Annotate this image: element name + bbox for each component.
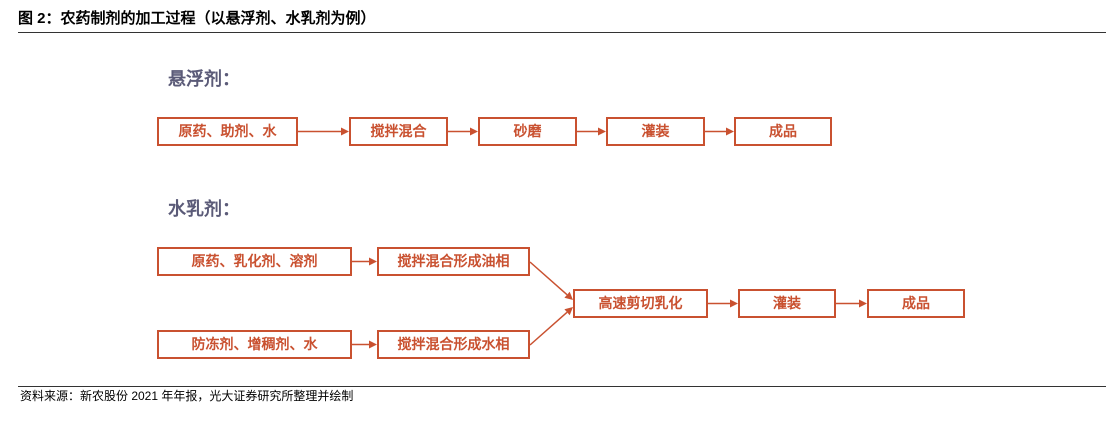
step-box-sc-inputs: 原药、助剂、水 [157, 117, 298, 146]
arrowhead [564, 291, 573, 300]
step-box-sc-filling: 灌装 [606, 117, 705, 146]
step-box-sc-milling: 砂磨 [478, 117, 577, 146]
section-label-suspension: 悬浮剂： [168, 69, 240, 89]
arrowhead [598, 127, 606, 136]
arrowhead [369, 340, 377, 349]
arrowhead [859, 299, 867, 308]
source-divider [18, 386, 1106, 387]
arrowhead [470, 127, 478, 136]
title-divider [18, 32, 1106, 33]
step-box-ew-water-phase: 搅拌混合形成水相 [377, 330, 530, 359]
arrowhead [726, 127, 734, 136]
step-box-ew-filling: 灌装 [738, 289, 836, 318]
step-box-ew-emulsify: 高速剪切乳化 [573, 289, 708, 318]
step-box-sc-product: 成品 [734, 117, 832, 146]
arrowhead [369, 257, 377, 266]
figure-title: 图 2：农药制剂的加工过程（以悬浮剂、水乳剂为例） [18, 10, 376, 27]
step-box-ew-oil-inputs: 原药、乳化剂、溶剂 [157, 247, 352, 276]
arrowhead [564, 307, 573, 316]
arrow-ew-oil-merge [529, 261, 568, 296]
source-note: 资料来源：新农股份 2021 年年报，光大证券研究所整理并绘制 [20, 389, 354, 403]
step-box-ew-product: 成品 [867, 289, 965, 318]
section-label-emulsion: 水乳剂： [168, 199, 240, 219]
step-box-ew-water-inputs: 防冻剂、增稠剂、水 [157, 330, 352, 359]
arrowhead [341, 127, 349, 136]
step-box-ew-oil-phase: 搅拌混合形成油相 [377, 247, 530, 276]
step-box-sc-mixing: 搅拌混合 [349, 117, 448, 146]
arrow-ew-water-merge [529, 311, 568, 346]
arrowhead [730, 299, 738, 308]
